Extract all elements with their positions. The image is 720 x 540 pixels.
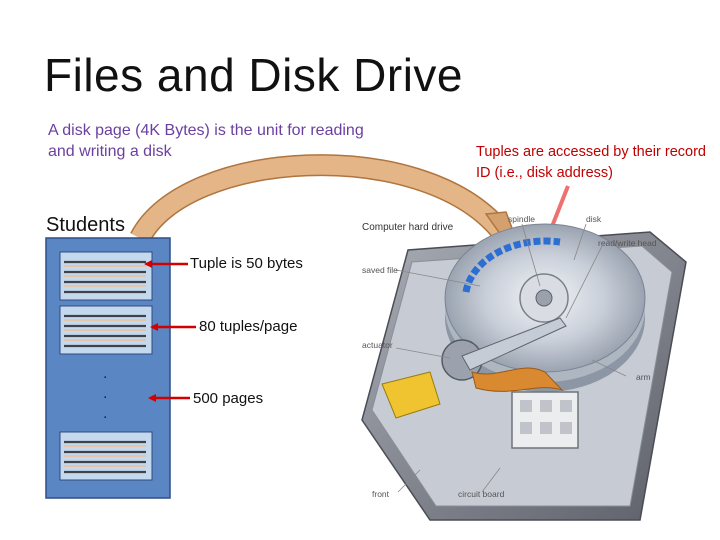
pages-count-label: 500 pages: [193, 390, 264, 407]
page-unit-description: A disk page (4K Bytes) is the unit for r…: [48, 122, 364, 160]
page-tile-2: [59, 305, 153, 355]
circuit-board-label: circuit board: [458, 489, 505, 499]
ellipsis-dot: .: [103, 405, 108, 422]
spindle-label: spindle: [508, 214, 535, 224]
tuples-per-page-label: 80 tuples/page: [199, 318, 298, 335]
actuator-label: actuator: [362, 340, 393, 350]
front-label: front: [372, 489, 390, 499]
slide-title: Files and Disk Drive: [44, 49, 463, 101]
arm-label: arm: [636, 372, 651, 382]
ellipsis-dot: .: [103, 365, 108, 382]
hard-drive-illustration: Computer hard drive spindle disk read/wr…: [361, 214, 687, 521]
students-label: Students: [46, 214, 125, 236]
tuple-size-label: Tuple is 50 bytes: [190, 255, 303, 272]
page-tile-3: [59, 431, 153, 481]
hard-drive-caption: Computer hard drive: [362, 222, 454, 233]
read-write-head-label: read/write head: [598, 238, 657, 248]
saved-file-label: saved file: [362, 265, 398, 275]
page-tile-1: [59, 251, 153, 301]
record-id-note: Tuples are accessed by their record ID (…: [476, 144, 706, 181]
disk-label: disk: [586, 214, 602, 224]
ellipsis-dot: .: [103, 385, 108, 402]
